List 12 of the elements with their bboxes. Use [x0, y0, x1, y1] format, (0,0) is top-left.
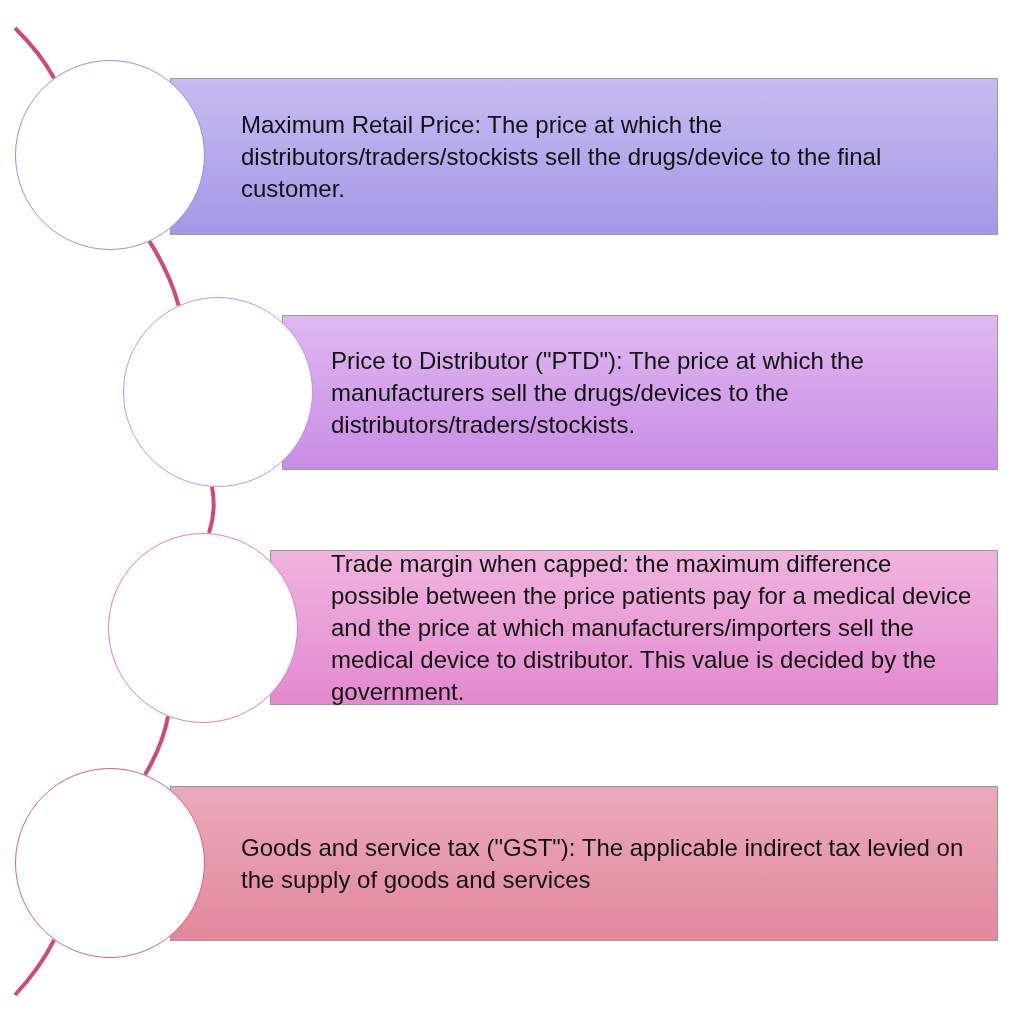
text-band — [170, 78, 998, 235]
description-text: Trade margin when capped: the maximum difference possible between the price patients pay for a medical device and the price at which manufacturers/importers sell the medical device to distributor. This value is decided by the government. — [331, 548, 973, 707]
connector-line — [13, 938, 56, 997]
connector-line — [13, 26, 56, 80]
description-text: Goods and service tax ("GST"): The applicable indirect tax levied on the supply of goods and services — [241, 832, 965, 895]
connector-line — [147, 240, 181, 307]
description-text: Price to Distributor ("PTD"): The price at which the manufacturers sell the drugs/devices to the distributors/traders/stockists. — [331, 345, 865, 440]
text-band — [170, 786, 998, 941]
description-text: Maximum Retail Price: The price at which the distributors/traders/stockists sell the drugs/device to the final customer. — [241, 109, 883, 204]
connector-line — [207, 486, 216, 534]
text-band — [282, 315, 998, 470]
connector-line — [143, 715, 170, 776]
